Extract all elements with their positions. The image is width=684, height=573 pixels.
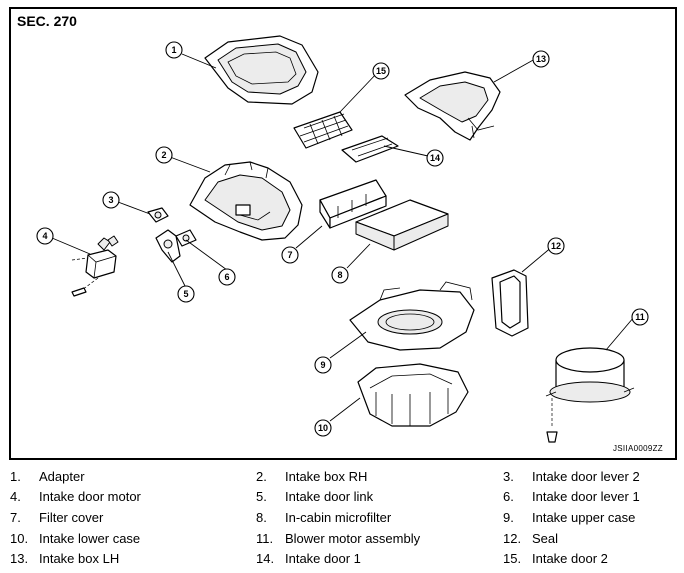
intake-door-2-part bbox=[293, 111, 353, 149]
legend-name: Intake door 2 bbox=[532, 551, 608, 566]
legend-number: 15. bbox=[503, 551, 522, 566]
intake-box-lh-part bbox=[404, 71, 501, 141]
legend-number: 4. bbox=[10, 489, 21, 504]
legend-number: 7. bbox=[10, 510, 21, 525]
callout-10-label: 10 bbox=[318, 423, 328, 433]
legend-number: 13. bbox=[10, 551, 29, 566]
callout-5: 5 bbox=[177, 285, 195, 303]
intake-door-motor-part bbox=[71, 235, 119, 297]
callout-1: 1 bbox=[165, 41, 183, 59]
intake-door-1-part bbox=[341, 135, 399, 163]
callout-4: 4 bbox=[36, 227, 54, 245]
legend-number: 10. bbox=[10, 531, 29, 546]
intake-door-lever-2-part bbox=[147, 207, 169, 223]
callout-3-label: 3 bbox=[108, 195, 113, 205]
callout-14: 14 bbox=[426, 149, 444, 167]
callout-9: 9 bbox=[314, 356, 332, 374]
adapter-part bbox=[204, 35, 319, 105]
callout-11-label: 11 bbox=[635, 312, 645, 322]
callout-4-label: 4 bbox=[42, 231, 47, 241]
legend-number: 3. bbox=[503, 469, 514, 484]
legend-name: Adapter bbox=[39, 469, 85, 484]
legend-number: 14. bbox=[256, 551, 275, 566]
intake-lower-case-part bbox=[357, 363, 469, 427]
legend-name: Intake upper case bbox=[532, 510, 636, 525]
callout-12-label: 12 bbox=[551, 241, 561, 251]
callout-1-label: 1 bbox=[171, 45, 176, 55]
legend-name: Intake door lever 1 bbox=[532, 489, 640, 504]
legend-name: In-cabin microfilter bbox=[285, 510, 392, 525]
legend-name: Intake door motor bbox=[39, 489, 141, 504]
legend-name: Intake box LH bbox=[39, 551, 120, 566]
legend-number: 5. bbox=[256, 489, 267, 504]
legend-number: 6. bbox=[503, 489, 514, 504]
callout-2: 2 bbox=[155, 146, 173, 164]
callout-3: 3 bbox=[102, 191, 120, 209]
legend-number: 8. bbox=[256, 510, 267, 525]
callout-6: 6 bbox=[218, 268, 236, 286]
legend-number: 9. bbox=[503, 510, 514, 525]
callout-8: 8 bbox=[331, 266, 349, 284]
callout-5-label: 5 bbox=[183, 289, 188, 299]
leader-lines bbox=[51, 53, 635, 422]
callout-6-label: 6 bbox=[224, 272, 229, 282]
diagram-frame: SEC. 270 JSIIA0009ZZ bbox=[9, 7, 677, 460]
callout-15: 15 bbox=[372, 62, 390, 80]
callout-13-label: 13 bbox=[536, 54, 546, 64]
callout-9-label: 9 bbox=[320, 360, 325, 370]
seal-part bbox=[491, 269, 529, 337]
legend-number: 11. bbox=[256, 531, 274, 546]
legend-name: Intake lower case bbox=[39, 531, 141, 546]
legend-name: Blower motor assembly bbox=[285, 531, 421, 546]
intake-door-lever-1-part bbox=[175, 229, 197, 247]
intake-upper-case-part bbox=[349, 281, 475, 351]
callout-15-label: 15 bbox=[376, 66, 386, 76]
intake-door-link-part bbox=[155, 229, 181, 263]
legend-name: Intake door 1 bbox=[285, 551, 361, 566]
legend-name: Intake door lever 2 bbox=[532, 469, 640, 484]
legend-name: Filter cover bbox=[39, 510, 104, 525]
legend-number: 2. bbox=[256, 469, 267, 484]
intake-box-rh-part bbox=[189, 161, 303, 241]
legend-name: Intake box RH bbox=[285, 469, 368, 484]
callout-10: 10 bbox=[314, 419, 332, 437]
callout-8-label: 8 bbox=[337, 270, 342, 280]
image-id: JSIIA0009ZZ bbox=[613, 444, 663, 453]
in-cabin-microfilter-part bbox=[355, 199, 449, 251]
legend-number: 1. bbox=[10, 469, 21, 484]
callout-13: 13 bbox=[532, 50, 550, 68]
exploded-view-illustration: 1 2 3 4 5 6 7 8 9 10 11 12 13 14 15 bbox=[36, 35, 649, 443]
blower-motor-assembly-part bbox=[545, 347, 635, 443]
legend-name: Intake door link bbox=[285, 489, 374, 504]
legend-number: 12. bbox=[503, 531, 522, 546]
callout-11: 11 bbox=[631, 308, 649, 326]
filter-cover-part bbox=[319, 179, 387, 229]
callout-14-label: 14 bbox=[430, 153, 440, 163]
callout-12: 12 bbox=[547, 237, 565, 255]
callout-7: 7 bbox=[281, 246, 299, 264]
section-label: SEC. 270 bbox=[17, 13, 77, 29]
callout-7-label: 7 bbox=[287, 250, 292, 260]
callout-2-label: 2 bbox=[161, 150, 166, 160]
legend-name: Seal bbox=[532, 531, 559, 546]
